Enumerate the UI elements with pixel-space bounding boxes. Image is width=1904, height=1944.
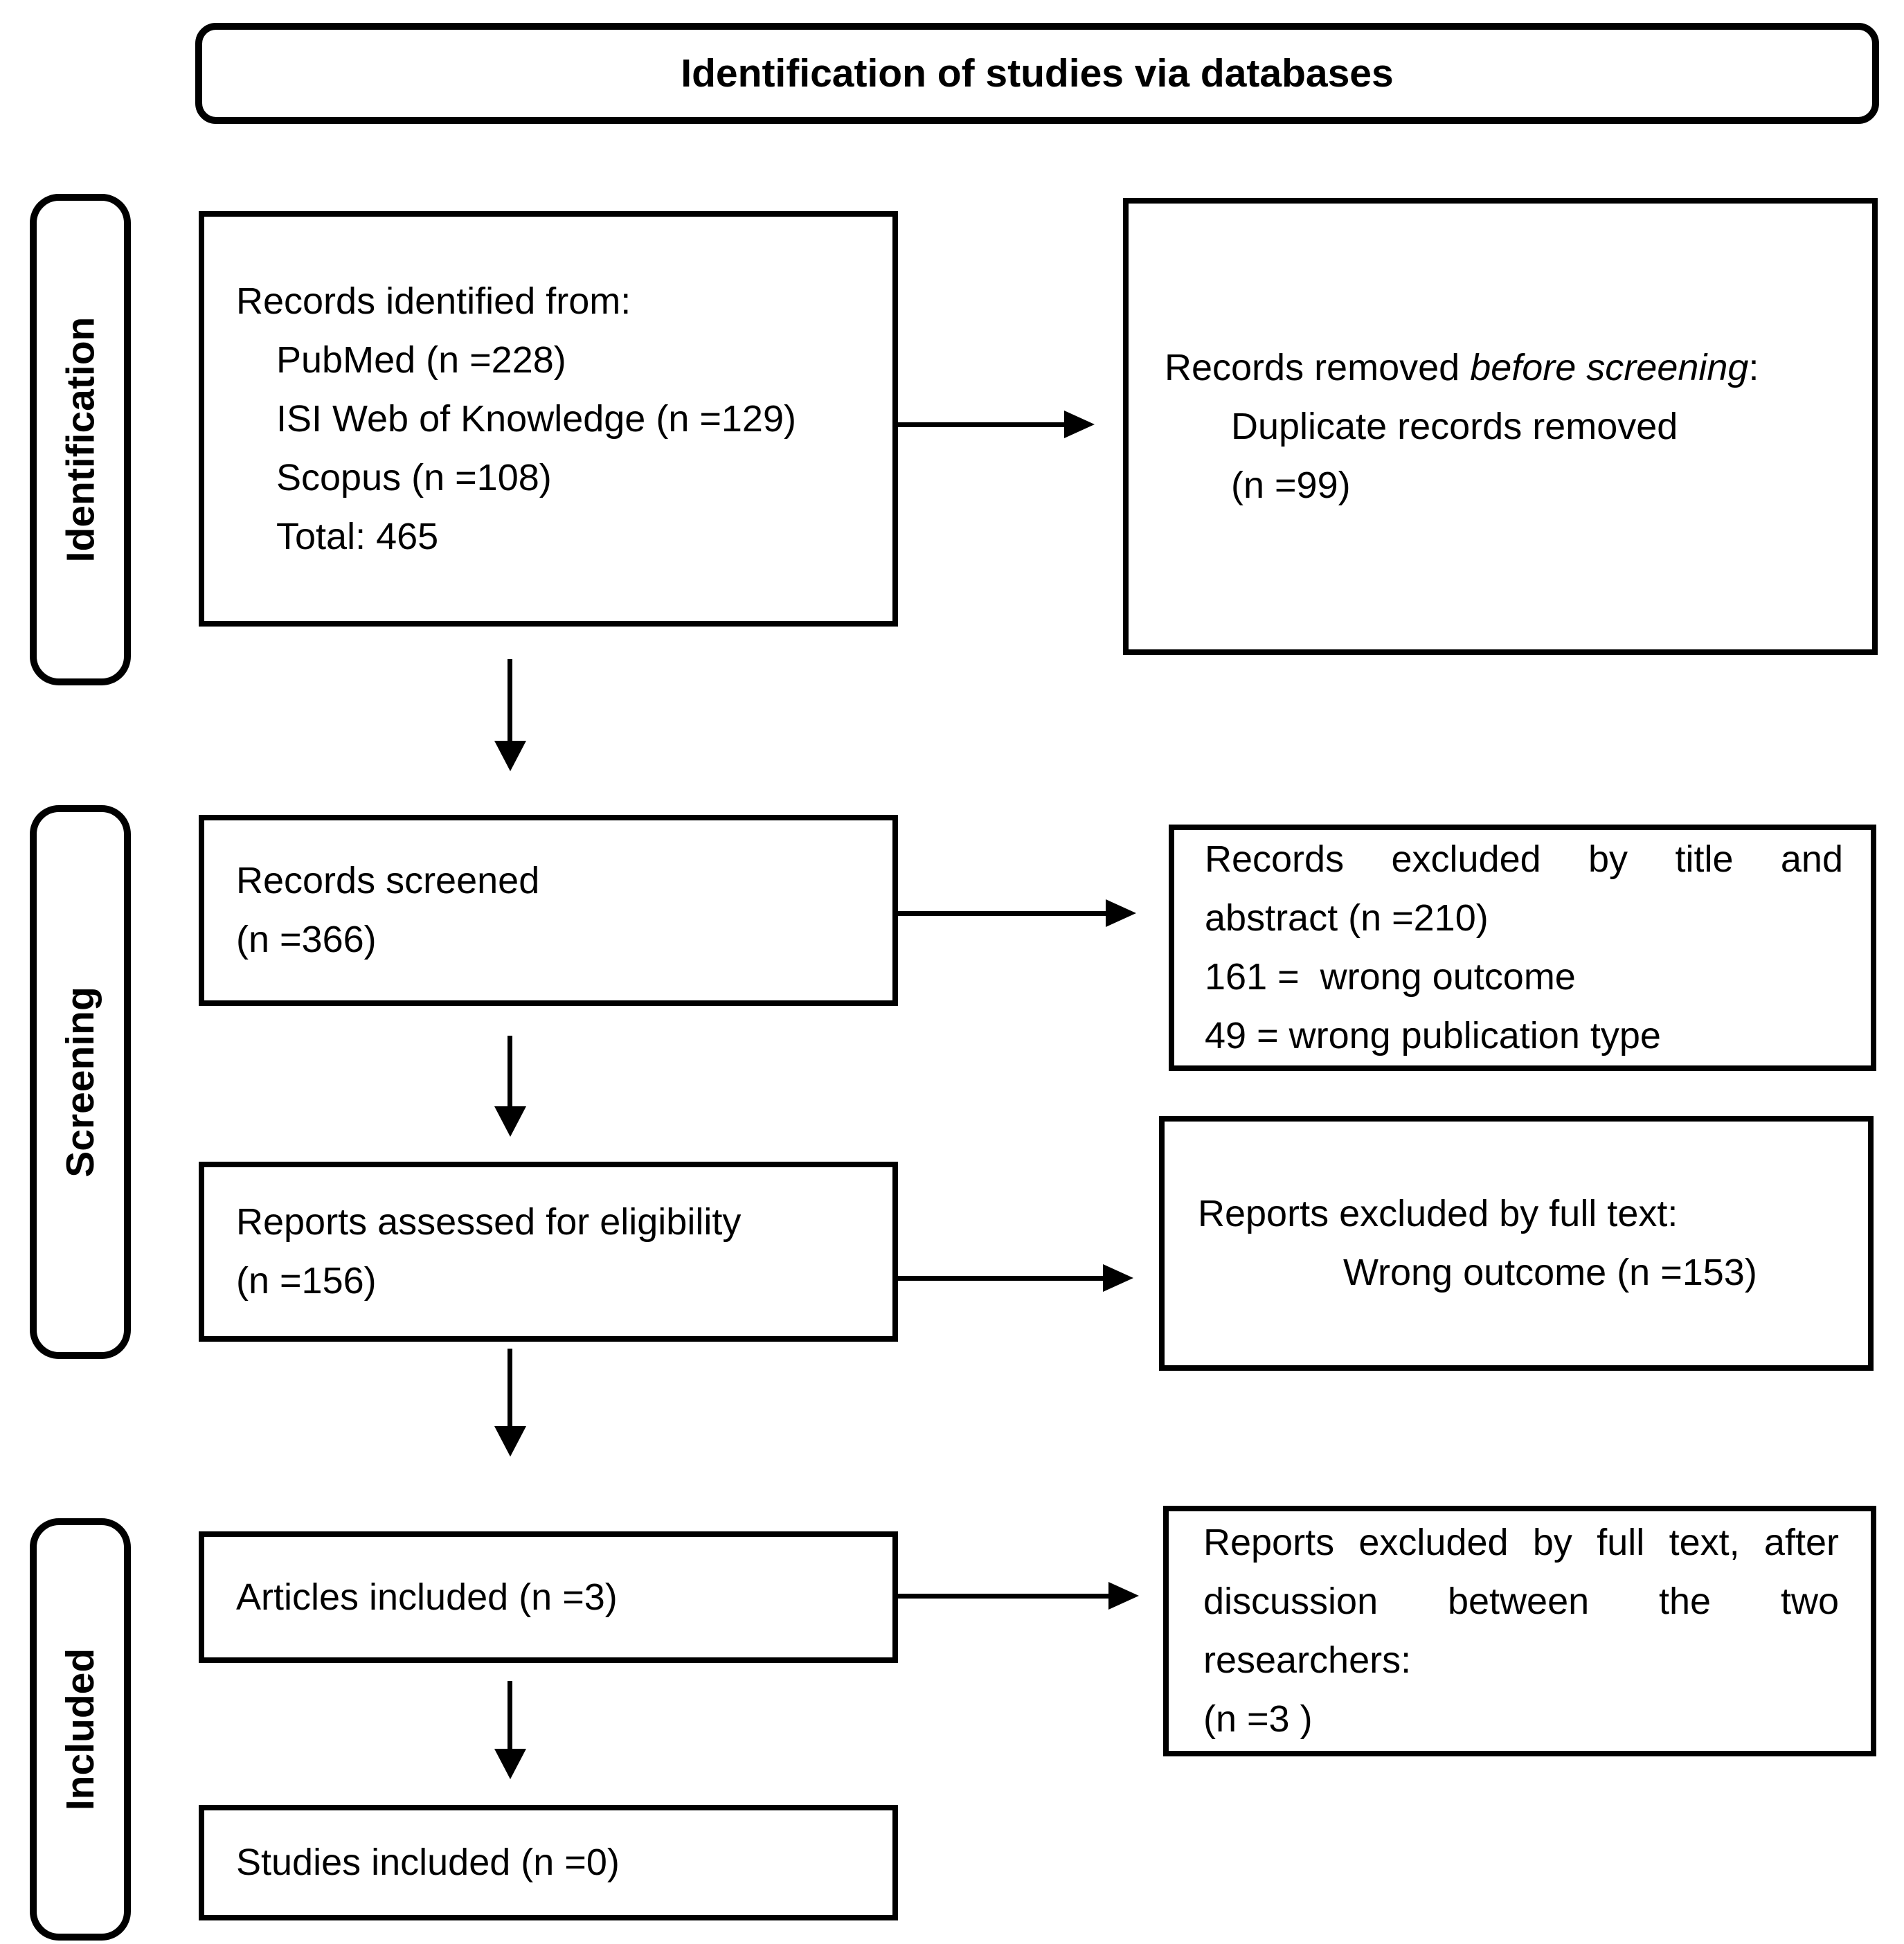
records-identified-line: Records identified from: xyxy=(236,280,631,322)
box-reports-excluded-full-text: Reports excluded by full text: Wrong out… xyxy=(1159,1116,1874,1371)
arrow-head-down-icon xyxy=(494,1749,526,1779)
stage-label-included: Included xyxy=(30,1518,131,1941)
records-screened-count: (n =366) xyxy=(236,919,377,960)
arrow-head-down-icon xyxy=(494,1106,526,1137)
diagram-title: Identification of studies via databases xyxy=(681,51,1394,96)
reports-excluded-line: Reports excluded by full text: xyxy=(1198,1193,1678,1234)
reports-discussion-line3: researchers: xyxy=(1203,1639,1412,1681)
reports-assessed-count: (n =156) xyxy=(236,1260,377,1302)
arrow-line xyxy=(508,1681,512,1749)
box-reports-excluded-after-discussion: Reports excluded by full text, after dis… xyxy=(1163,1506,1876,1756)
records-removed-prefix: Records removed xyxy=(1165,346,1471,388)
records-removed-suffix: : xyxy=(1748,346,1759,388)
records-screened-line: Records screened xyxy=(236,860,540,901)
arrow-head-right-icon xyxy=(1106,899,1136,927)
arrow-line xyxy=(895,911,1106,916)
arrow-line xyxy=(508,1036,512,1106)
diagram-title-banner: Identification of studies via databases xyxy=(195,23,1879,124)
arrow-head-down-icon xyxy=(494,741,526,771)
arrow-line xyxy=(895,1594,1108,1599)
records-identified-total: Total: 465 xyxy=(276,515,439,557)
arrow-head-right-icon xyxy=(1108,1582,1139,1610)
reports-excluded-wrong-outcome: Wrong outcome (n =153) xyxy=(1343,1252,1757,1293)
records-identified-isi: ISI Web of Knowledge (n =129) xyxy=(276,397,796,440)
box-records-screened: Records screened (n =366) xyxy=(199,815,898,1006)
box-reports-assessed: Reports assessed for eligibility (n =156… xyxy=(199,1162,898,1342)
stage-label-screening-text: Screening xyxy=(58,987,102,1178)
reports-discussion-line1: Reports excluded by full text, after xyxy=(1203,1522,1839,1563)
box-studies-included: Studies included (n =0) xyxy=(199,1805,898,1920)
box-articles-included: Articles included (n =3) xyxy=(199,1531,898,1663)
records-excluded-wrong-publication: 49 = wrong publication type xyxy=(1205,1015,1661,1056)
reports-assessed-line: Reports assessed for eligibility xyxy=(236,1201,742,1243)
records-identified-scopus: Scopus (n =108) xyxy=(276,456,552,498)
records-removed-line: Records removed before screening: xyxy=(1165,339,1851,397)
stage-label-identification: Identification xyxy=(30,194,131,685)
arrow-head-right-icon xyxy=(1064,411,1095,438)
box-records-identified: Records identified from: PubMed (n =228)… xyxy=(199,211,898,627)
arrow-line xyxy=(895,1276,1103,1281)
records-removed-count: (n =99) xyxy=(1231,464,1351,506)
box-records-removed-before-screening: Records removed before screening: Duplic… xyxy=(1123,198,1878,655)
records-removed-italic: before screening xyxy=(1470,346,1749,388)
records-excluded-line2: abstract (n =210) xyxy=(1205,897,1489,939)
box-records-excluded-title-abstract: Records excluded by title and abstract (… xyxy=(1169,825,1876,1071)
arrow-head-right-icon xyxy=(1103,1264,1133,1292)
records-excluded-line1: Records excluded by title and xyxy=(1205,838,1843,880)
arrow-line xyxy=(895,422,1064,427)
records-removed-duplicates: Duplicate records removed xyxy=(1231,405,1678,447)
stage-label-included-text: Included xyxy=(58,1648,103,1811)
reports-discussion-count: (n =3 ) xyxy=(1203,1698,1313,1740)
stage-label-screening: Screening xyxy=(30,805,131,1359)
articles-included-line: Articles included (n =3) xyxy=(236,1576,618,1618)
stage-label-identification-text: Identification xyxy=(58,316,103,563)
studies-included-line: Studies included (n =0) xyxy=(236,1842,620,1883)
records-excluded-wrong-outcome: 161 = wrong outcome xyxy=(1205,956,1576,998)
reports-discussion-line2: discussion between the two xyxy=(1203,1581,1839,1622)
arrow-line xyxy=(508,1349,512,1426)
arrow-line xyxy=(508,659,512,741)
arrow-head-down-icon xyxy=(494,1426,526,1457)
records-identified-pubmed: PubMed (n =228) xyxy=(276,339,566,381)
